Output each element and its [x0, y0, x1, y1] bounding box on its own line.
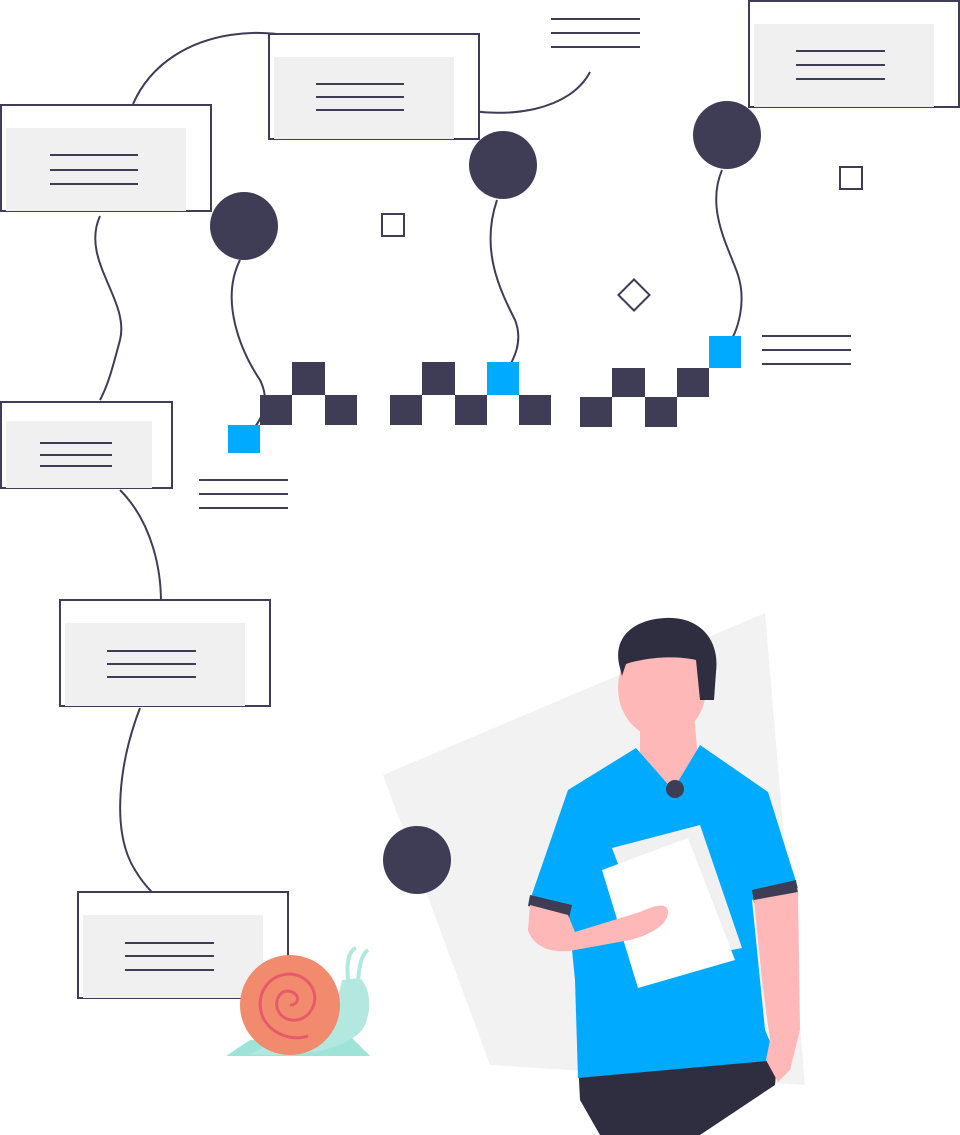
- outline-square-icon: [839, 166, 863, 190]
- text-card-1: [0, 104, 212, 212]
- text-lines-icon: [40, 442, 112, 467]
- sleeve-band-right: [752, 880, 798, 903]
- accent-square: [709, 336, 741, 368]
- text-lines-icon: [50, 154, 138, 185]
- person-head: [618, 638, 706, 738]
- checker-pattern-2: [390, 362, 551, 425]
- circle-node-icon: [210, 192, 278, 260]
- accent-square: [228, 425, 260, 453]
- text-card-2: [268, 33, 480, 140]
- collar-button: [666, 780, 684, 798]
- text-card-3: [0, 401, 173, 489]
- sleeve-band-left: [528, 895, 572, 918]
- text-lines-icon: [796, 50, 885, 80]
- text-lines-icon: [125, 942, 214, 971]
- floating-text-lines-top: [551, 18, 640, 48]
- text-card-6: [748, 0, 960, 108]
- person-figure: [528, 617, 800, 1135]
- circle-node-icon: [469, 131, 537, 199]
- checker-pattern-1: [228, 362, 357, 453]
- circle-node-icon: [383, 826, 451, 894]
- snail-shell-spiral: [258, 972, 317, 1040]
- snail-body: [250, 978, 370, 1055]
- outline-square-icon: [381, 213, 405, 237]
- accent-square: [487, 362, 519, 395]
- checker-pattern-3: [580, 336, 741, 427]
- floating-text-lines-right: [762, 335, 851, 365]
- text-card-4: [59, 599, 271, 707]
- connector-node2-square2: [489, 199, 520, 379]
- snail-icon: [226, 946, 370, 1056]
- circle-node-icon: [693, 101, 761, 169]
- person-arm-left: [528, 905, 668, 952]
- person-hair: [618, 617, 717, 700]
- connector-node3-square3: [715, 169, 743, 351]
- snail-antenna: [356, 948, 370, 981]
- snail-antenna: [345, 946, 357, 981]
- connector-node1-square1: [230, 259, 266, 441]
- person-arm-right: [754, 892, 800, 1082]
- outline-diamond-icon: [617, 278, 651, 312]
- text-lines-icon: [107, 650, 196, 678]
- text-lines-icon: [316, 83, 404, 111]
- connector-card1-card3: [94, 215, 123, 401]
- connector-card4-card5: [119, 707, 191, 916]
- floating-text-lines-left: [199, 479, 288, 509]
- paper-front: [602, 838, 735, 988]
